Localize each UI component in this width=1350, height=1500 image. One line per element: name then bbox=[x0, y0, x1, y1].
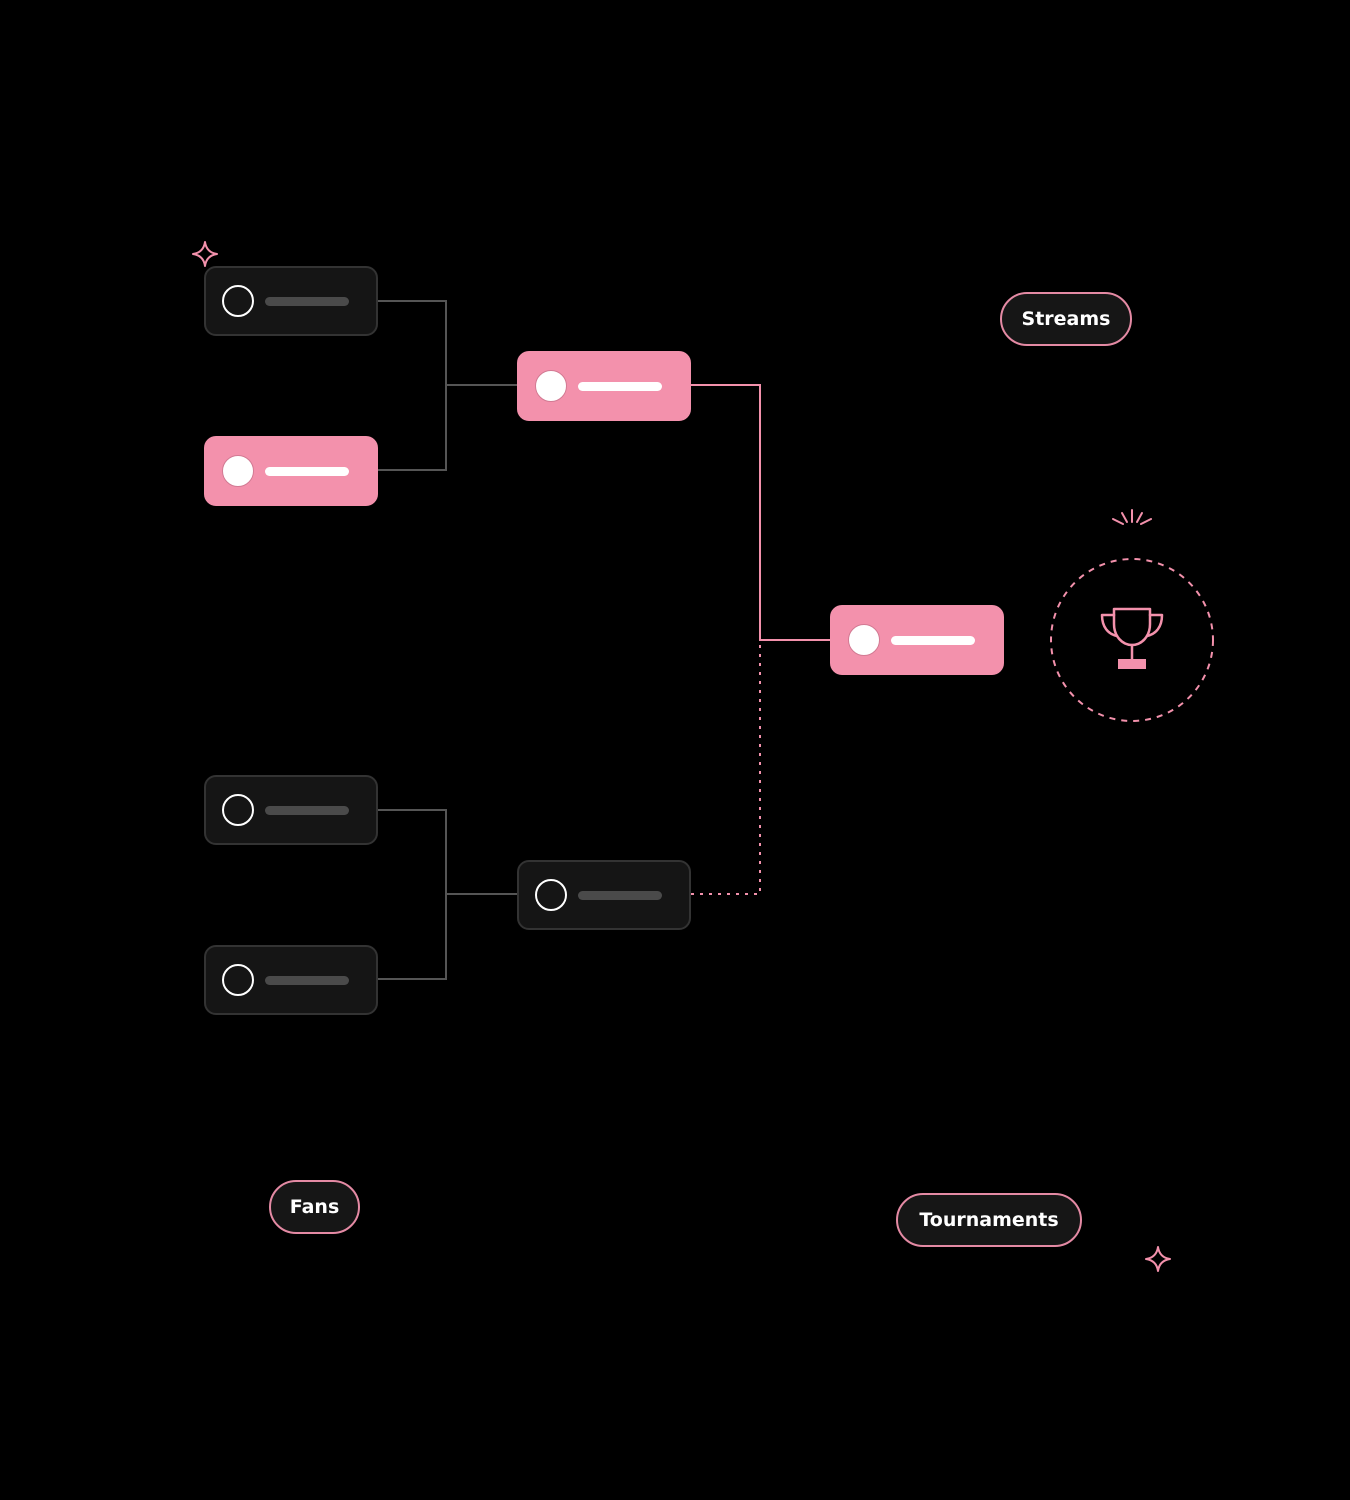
bracket-slot-r2-2[interactable] bbox=[517, 860, 691, 930]
bracket-slot-r1-3[interactable] bbox=[204, 775, 378, 845]
name-placeholder bbox=[265, 297, 349, 306]
avatar-placeholder bbox=[535, 879, 567, 911]
avatar-placeholder bbox=[222, 794, 254, 826]
fans-tag[interactable]: Fans bbox=[269, 1180, 360, 1234]
trophy-icon bbox=[1100, 607, 1164, 661]
avatar-placeholder bbox=[848, 624, 880, 656]
name-placeholder bbox=[891, 636, 975, 645]
connector-r1-top bbox=[378, 300, 518, 471]
avatar-placeholder bbox=[222, 455, 254, 487]
burst-icon bbox=[1112, 509, 1152, 525]
name-placeholder bbox=[265, 976, 349, 985]
bracket-slot-r2-1[interactable] bbox=[517, 351, 691, 421]
streams-tag[interactable]: Streams bbox=[1000, 292, 1132, 346]
avatar-placeholder bbox=[222, 964, 254, 996]
tournaments-tag[interactable]: Tournaments bbox=[896, 1193, 1082, 1247]
sparkle-icon bbox=[1145, 1246, 1171, 1272]
name-placeholder bbox=[265, 806, 349, 815]
trophy-ring bbox=[1050, 558, 1214, 722]
bracket-slot-final[interactable] bbox=[830, 605, 1004, 675]
bracket-slot-r1-4[interactable] bbox=[204, 945, 378, 1015]
avatar-placeholder bbox=[222, 285, 254, 317]
trophy-badge bbox=[1050, 509, 1214, 722]
sparkle-icon bbox=[192, 241, 218, 267]
trophy-base bbox=[1118, 659, 1146, 669]
avatar-placeholder bbox=[535, 370, 567, 402]
connector-r2-top bbox=[691, 384, 831, 641]
bracket-slot-r1-1[interactable] bbox=[204, 266, 378, 336]
name-placeholder bbox=[578, 382, 662, 391]
bracket-slot-r1-2[interactable] bbox=[204, 436, 378, 506]
connector-r2-bottom bbox=[691, 642, 761, 895]
connector-r1-bottom bbox=[378, 809, 518, 980]
name-placeholder bbox=[265, 467, 349, 476]
name-placeholder bbox=[578, 891, 662, 900]
